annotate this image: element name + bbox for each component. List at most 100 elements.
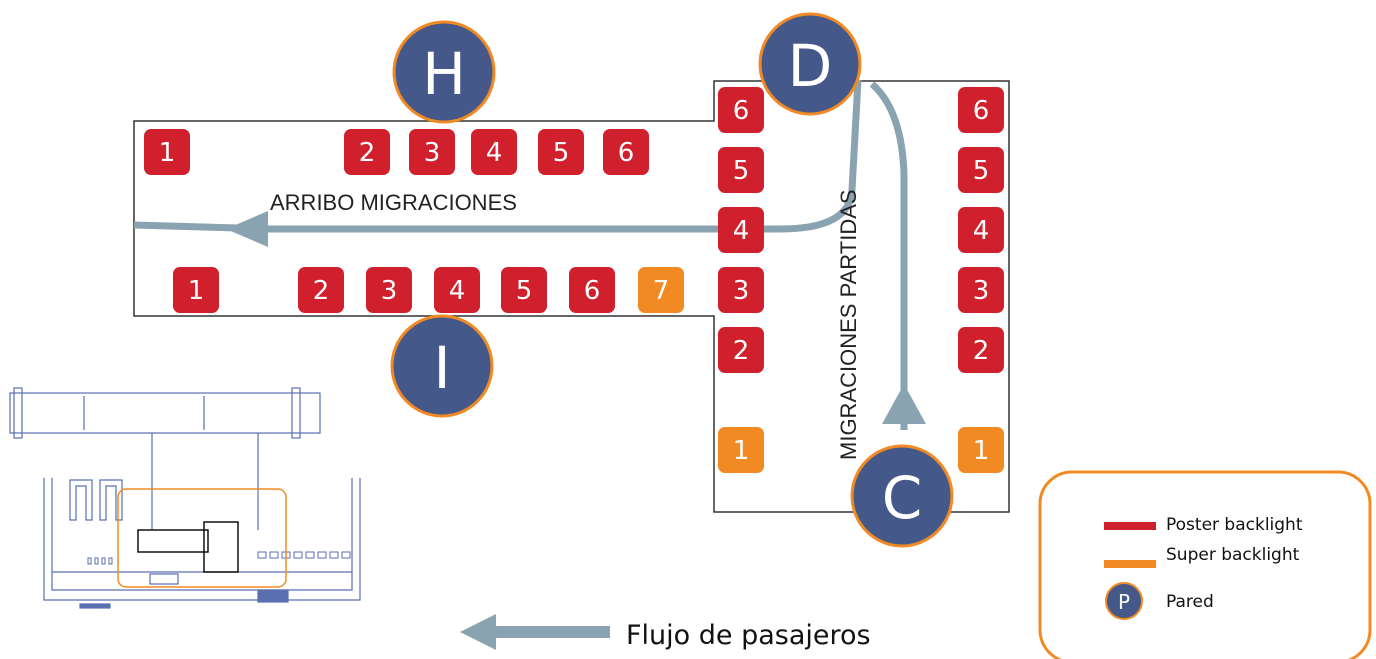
badge-number: 5 (553, 138, 570, 168)
badge-bottom-4: 4 (434, 267, 480, 313)
badge-number: 5 (516, 276, 533, 306)
legend-pared-label: Pared (1166, 592, 1214, 612)
badge-top-6: 6 (603, 129, 649, 175)
badge-number: 4 (486, 138, 503, 168)
badge-number: 3 (973, 276, 990, 306)
badge-number: 1 (973, 436, 990, 466)
badge-number: 4 (733, 216, 750, 246)
badge-right-1: 1 (958, 427, 1004, 473)
badge-bottom-7: 7 (638, 267, 684, 313)
badge-bottom-2: 2 (298, 267, 344, 313)
badge-box (434, 267, 480, 313)
pillar-d: D (758, 12, 862, 116)
badge-number: 2 (359, 138, 376, 168)
badge-left-4: 4 (718, 207, 764, 253)
departure-flow-line (869, 81, 908, 430)
badge-right-2: 2 (958, 327, 1004, 373)
badge-top-3: 3 (409, 129, 455, 175)
badge-left-6: 6 (718, 87, 764, 133)
badge-number: 6 (584, 276, 601, 306)
badge-box (603, 129, 649, 175)
badge-box (569, 267, 615, 313)
badge-column-left: 6 5 4 3 2 1 (718, 87, 764, 473)
pared-swatch-letter: P (1118, 590, 1130, 614)
badge-number: 6 (618, 138, 635, 168)
badge-right-3: 3 (958, 267, 1004, 313)
pillar-h-label: H (422, 40, 466, 108)
badge-number: 4 (973, 216, 990, 246)
terminal-outline (133, 80, 1010, 513)
departure-flow-arrowhead (882, 384, 926, 424)
pillar-c: C (850, 444, 954, 548)
badge-box (958, 327, 1004, 373)
pillar-i: I (390, 314, 494, 418)
badge-box (638, 267, 684, 313)
badge-bottom-6: 6 (569, 267, 615, 313)
badge-number: 6 (973, 96, 990, 126)
pillar-i-label: I (433, 334, 450, 402)
badge-box (718, 267, 764, 313)
badge-box (958, 427, 1004, 473)
pared-swatch (1105, 582, 1143, 620)
badge-box (958, 87, 1004, 133)
legend: Poster backlight Super backlight P Pared (1038, 470, 1372, 659)
badge-box (718, 147, 764, 193)
badge-box (344, 129, 390, 175)
badge-row-bottom: 1 2 3 4 5 6 7 (173, 267, 684, 313)
badge-top-5: 5 (538, 129, 584, 175)
badge-bottom-1: 1 (173, 267, 219, 313)
badge-box (366, 267, 412, 313)
flow-arrow-icon (460, 614, 496, 650)
badge-bottom-3: 3 (366, 267, 412, 313)
flow-caption: Flujo de pasajeros (626, 620, 871, 651)
arrival-flow-line (133, 79, 862, 233)
mini-floor-plan (9, 387, 361, 609)
badge-box (409, 129, 455, 175)
badge-box (501, 267, 547, 313)
badge-box (718, 207, 764, 253)
badge-right-6: 6 (958, 87, 1004, 133)
badge-left-2: 2 (718, 327, 764, 373)
badge-number: 1 (188, 276, 205, 306)
poster-backlight-swatch (1104, 522, 1156, 530)
badge-box (958, 207, 1004, 253)
badge-box (173, 267, 219, 313)
badge-number: 5 (733, 156, 750, 186)
badge-row-top: 1 2 3 4 5 6 (144, 129, 649, 175)
badge-top-4: 4 (471, 129, 517, 175)
legend-poster-label: Poster backlight (1166, 515, 1303, 535)
pillar-h: H (392, 20, 496, 124)
badge-left-5: 5 (718, 147, 764, 193)
partidas-label: MIGRACIONES PARTIDAS (836, 189, 861, 460)
arrival-flow-arrowhead (226, 211, 268, 247)
badge-number: 3 (381, 276, 398, 306)
badge-bottom-5: 5 (501, 267, 547, 313)
badge-box (298, 267, 344, 313)
badge-number: 2 (973, 336, 990, 366)
badge-number: 1 (733, 436, 750, 466)
badge-number: 5 (973, 156, 990, 186)
badge-number: 6 (733, 96, 750, 126)
badge-box (718, 327, 764, 373)
badge-number: 3 (424, 138, 441, 168)
badge-right-4: 4 (958, 207, 1004, 253)
badge-box (144, 129, 190, 175)
badge-number: 2 (733, 336, 750, 366)
badge-right-5: 5 (958, 147, 1004, 193)
badge-top-2: 2 (344, 129, 390, 175)
badge-number: 1 (159, 138, 176, 168)
badge-top-1: 1 (144, 129, 190, 175)
arribo-label: ARRIBO MIGRACIONES (270, 190, 517, 215)
badge-box (958, 147, 1004, 193)
badge-number: 2 (313, 276, 330, 306)
badge-left-3: 3 (718, 267, 764, 313)
legend-super-label: Super backlight (1166, 545, 1300, 565)
badge-box (718, 427, 764, 473)
pillar-d-label: D (788, 32, 833, 100)
badge-box (718, 87, 764, 133)
badge-box (471, 129, 517, 175)
badge-number: 4 (449, 276, 466, 306)
badge-number: 7 (653, 276, 670, 306)
super-backlight-swatch (1104, 560, 1156, 568)
